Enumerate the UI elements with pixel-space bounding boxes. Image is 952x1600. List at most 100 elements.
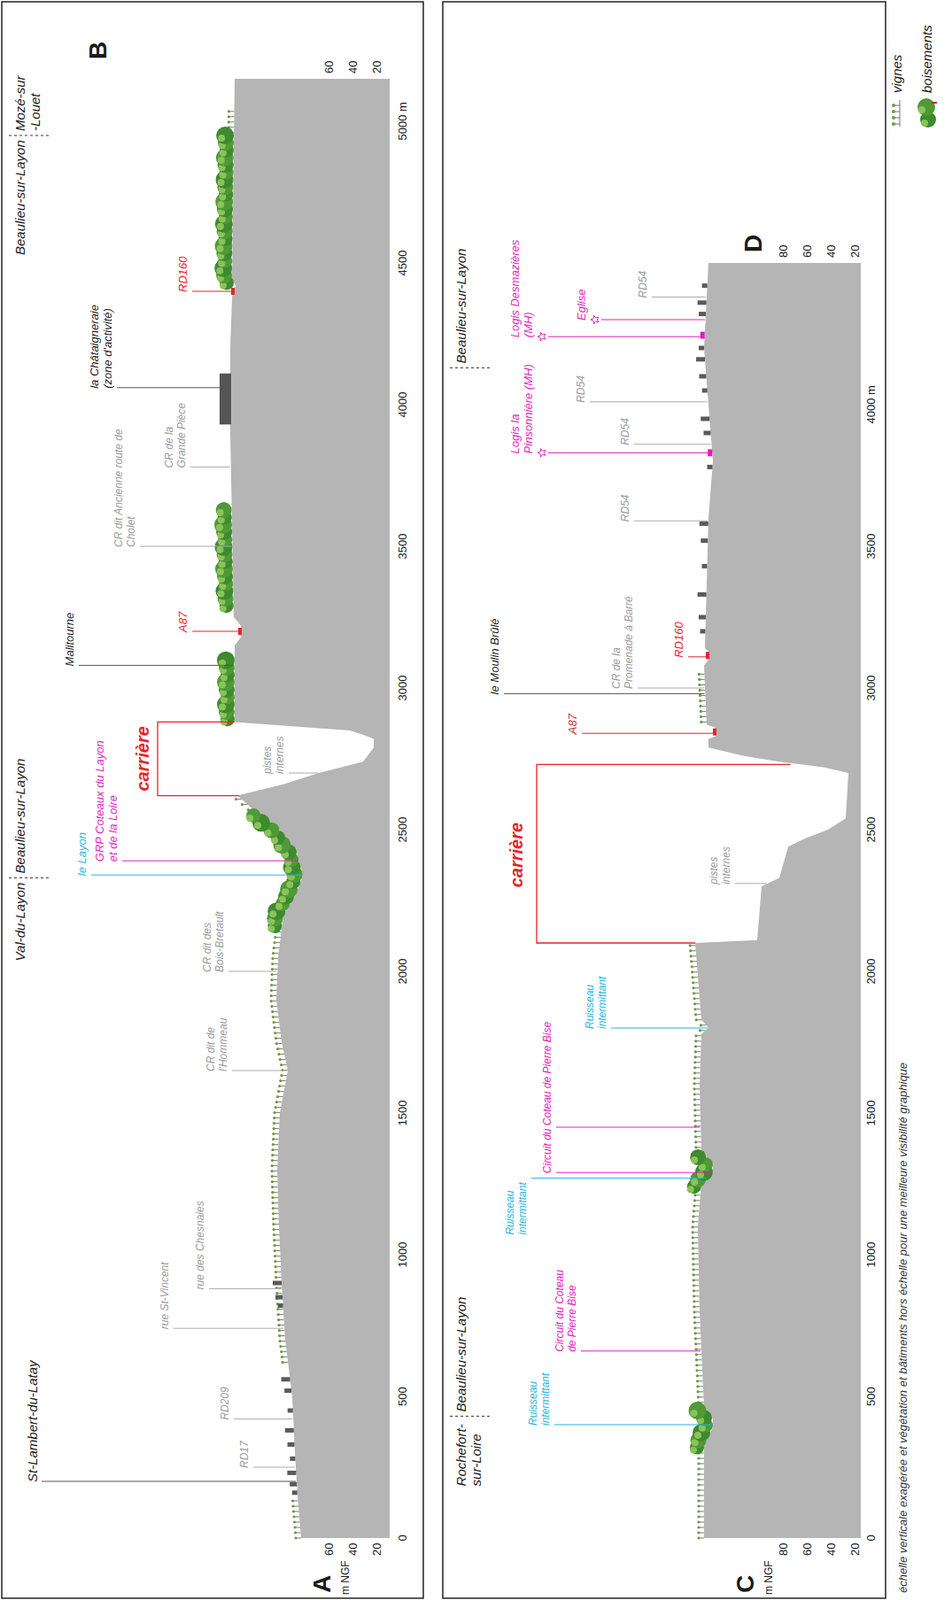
vine-leaf (689, 954, 693, 958)
vine-leaf (693, 1103, 697, 1107)
monument-star (537, 448, 546, 458)
vine-leaf (696, 1385, 699, 1388)
tree-highlight (246, 814, 254, 822)
building (697, 300, 707, 305)
tree-highlight (216, 590, 225, 598)
leader-label: Circuit du Coteau de Pierre Bise (554, 1267, 580, 1353)
leader-line (228, 971, 277, 973)
commune-boundary (8, 135, 50, 137)
vine-leaf (694, 1145, 697, 1149)
tree-highlight (269, 910, 277, 918)
profile-label: Rochefort- sur-Loire (453, 1420, 485, 1487)
leader-label: RD209 (219, 1386, 233, 1420)
building (702, 564, 708, 569)
vine-leaf (690, 970, 694, 974)
leader-label: RD54 (637, 270, 651, 299)
commune-boundary (449, 367, 493, 369)
vine-leaf (270, 1180, 274, 1184)
vine-leaf (270, 1164, 274, 1168)
vine-leaf (699, 715, 703, 719)
vine-leaf (278, 1079, 282, 1083)
leader-line (116, 386, 220, 388)
vine-leaf (696, 1467, 700, 1471)
vine-leaf (696, 1531, 700, 1534)
vine-leaf (696, 1395, 700, 1399)
vine-leaf (693, 1321, 697, 1324)
vine-leaf (693, 1193, 697, 1197)
vine-leaf (270, 999, 273, 1003)
tree-crown (246, 808, 261, 823)
vine-leaf (270, 1169, 273, 1173)
leader-line (556, 1172, 713, 1174)
vine-leaf (696, 1456, 700, 1460)
vine-leaf (689, 959, 693, 963)
profile-label: 60 (323, 61, 337, 74)
leader-label: rue St-Vincent (159, 1261, 172, 1330)
vine-leaf (270, 1191, 274, 1194)
vine-leaf (688, 949, 692, 952)
building (292, 1490, 298, 1495)
vine-leaf (696, 1379, 699, 1383)
vine-leaf (271, 1015, 275, 1019)
vine-leaf (276, 1308, 279, 1311)
building (284, 1388, 292, 1394)
profile-label: 4000 m (865, 385, 879, 424)
building (707, 464, 713, 470)
vine-leaf (699, 720, 703, 724)
vine-leaf (696, 1390, 700, 1394)
leader-line (208, 1288, 281, 1290)
vine-leaf (277, 1052, 280, 1056)
profile-label: m NGF (763, 1560, 776, 1595)
vine-leaf (227, 120, 231, 124)
leader-line (91, 874, 302, 876)
vine-leaf (273, 1031, 277, 1035)
profile-label: 80 (777, 245, 791, 258)
building (697, 592, 707, 597)
vine-leaf (691, 1246, 695, 1250)
profile-label: Mozé-sur -Louet (12, 72, 44, 132)
vine-leaf (693, 1055, 697, 1059)
profile-label: 60 (323, 1543, 337, 1556)
building (278, 1303, 284, 1309)
vine-leaf (272, 1127, 276, 1131)
tree-highlight (216, 546, 224, 554)
vine-leaf (277, 1090, 280, 1093)
vine-leaf (695, 1369, 698, 1372)
vine-leaf (271, 1217, 275, 1221)
vine-leaf (693, 1002, 697, 1006)
tree-highlight (690, 1409, 698, 1417)
profile-label: Beaulieu-sur-Layon (12, 758, 28, 875)
tree-highlight (254, 821, 262, 829)
building (698, 346, 705, 351)
vine-leaf (227, 109, 231, 113)
vine-leaf (693, 1092, 697, 1096)
vine-leaf (272, 1228, 276, 1231)
vine-leaf (692, 1278, 696, 1282)
vine-leaf (271, 1222, 275, 1226)
leader-line (139, 546, 232, 548)
vine-leaf (227, 115, 231, 118)
vine-leaf (277, 1318, 280, 1322)
profile-label: 4500 (396, 250, 411, 277)
leader-label: RD160 (177, 256, 191, 293)
leader-line (548, 452, 712, 454)
tree-highlight (217, 156, 225, 164)
profile-label: Beaulieu-sur-Layon (453, 248, 469, 364)
profile-label: carrière (132, 726, 154, 791)
vine-leaf (272, 1238, 276, 1242)
tree-highlight (690, 1156, 698, 1164)
vine-leaf (696, 1499, 700, 1502)
vine-leaf (292, 1515, 295, 1518)
leader-line (78, 665, 234, 666)
vine-leaf (691, 1257, 695, 1261)
vine-leaf (291, 1499, 295, 1502)
legend-tree-icon (917, 98, 937, 128)
tree-highlight (275, 903, 283, 911)
vine-leaf (695, 1358, 698, 1362)
leader-label: RD54 (619, 495, 633, 523)
profile-label: 1500 (865, 1100, 879, 1127)
vine-leaf (697, 678, 701, 682)
tree-highlight (216, 201, 225, 209)
vine-leaf (694, 1039, 697, 1043)
